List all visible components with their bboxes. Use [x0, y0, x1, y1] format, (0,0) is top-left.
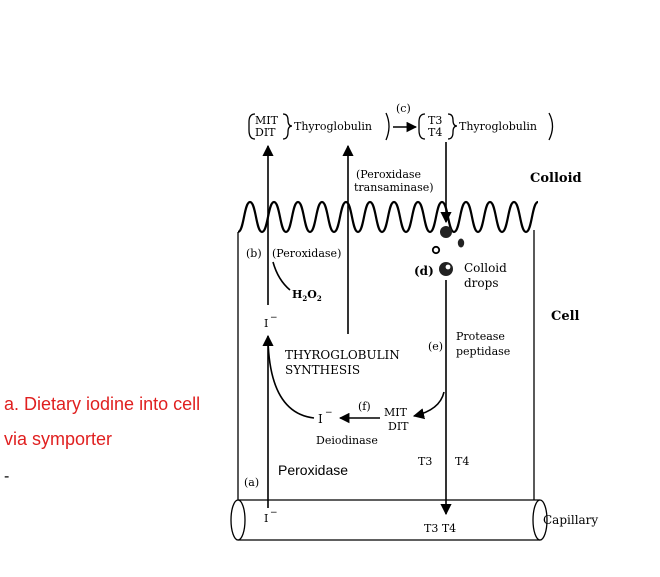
label-t4-cell: T4 [455, 455, 469, 468]
label-h2o2: H2O2 [292, 288, 322, 303]
label-protease: Protease [456, 330, 505, 343]
arrow-iodide-recycle [267, 339, 315, 419]
label-deiodinase: Deiodinase [316, 434, 378, 447]
label-t3t4-capillary: T3 T4 [424, 522, 456, 535]
label-mit-recycle: MIT [384, 406, 408, 419]
colloid-drop [440, 226, 452, 238]
cell-membrane-wavy [237, 200, 539, 234]
label-colloid: Colloid [530, 171, 582, 186]
label-step-f: (f) [358, 400, 371, 413]
label-peptidase: peptidase [456, 345, 510, 358]
label-capillary: Capillary [543, 513, 598, 527]
label-step-a: (a) [244, 476, 259, 489]
annotation-line-2: via symporter [4, 429, 113, 449]
label-colloid-drops-2: drops [464, 276, 498, 290]
brace-t3-t4-right [447, 113, 458, 140]
capillary-left-end [230, 499, 246, 541]
label-tg-synthesis-1: THYROGLOBULIN [285, 348, 400, 362]
label-iodide-mid-charge: − [325, 408, 333, 418]
label-iodide-low-charge: − [270, 508, 278, 518]
label-dit: DIT [255, 126, 276, 139]
label-mit: MIT [255, 114, 279, 127]
label-peroxidase-transaminase-2: transaminase) [354, 181, 434, 194]
label-t3-cell: T3 [418, 455, 432, 468]
label-colloid-drops-1: Colloid [464, 261, 507, 275]
label-thyroglobulin-right: Thyroglobulin [459, 120, 537, 133]
label-step-b: (b) [246, 247, 262, 260]
colloid-drop [431, 245, 441, 255]
colloid-drop-highlight [445, 264, 451, 270]
label-tg-synthesis-2: SYNTHESIS [285, 363, 360, 377]
label-thyroglobulin-left: Thyroglobulin [294, 120, 372, 133]
label-iodide-upper: I [264, 317, 268, 330]
label-step-c: (c) [396, 102, 411, 115]
capillary-right-end [532, 499, 548, 541]
label-step-d: (d) [414, 264, 434, 278]
brace-mit-dit-right [282, 113, 293, 140]
label-iodide-low: I [264, 512, 268, 525]
capillary-tube [238, 499, 540, 541]
label-peroxidase-b: (Peroxidase) [272, 247, 341, 260]
label-cell: Cell [551, 309, 580, 324]
colloid-drop [439, 262, 453, 276]
label-iodide-mid: I [318, 412, 323, 426]
paren-thyroglobulin-left-close [385, 112, 390, 141]
label-iodide-upper-charge: − [270, 313, 278, 323]
bracket-mit-dit-left [248, 113, 256, 140]
arrow-h2o2 [272, 261, 291, 291]
arrow-mit-dit-to-deiodinase [412, 391, 445, 420]
label-t4-top: T4 [428, 126, 442, 139]
annotation-line-1: a. Dietary iodine into cell [4, 394, 201, 414]
label-dit-recycle: DIT [388, 420, 409, 433]
colloid-drop [457, 238, 465, 248]
annotation-dash: - [4, 468, 10, 485]
label-t3-top: T3 [428, 114, 442, 127]
paren-thyroglobulin-right-close [548, 112, 554, 141]
label-step-e: (e) [428, 340, 443, 353]
label-peroxidase-transaminase-1: (Peroxidase [356, 168, 421, 181]
label-peroxidase-a: Peroxidase [278, 462, 348, 478]
bracket-t3-t4-left [418, 113, 426, 140]
